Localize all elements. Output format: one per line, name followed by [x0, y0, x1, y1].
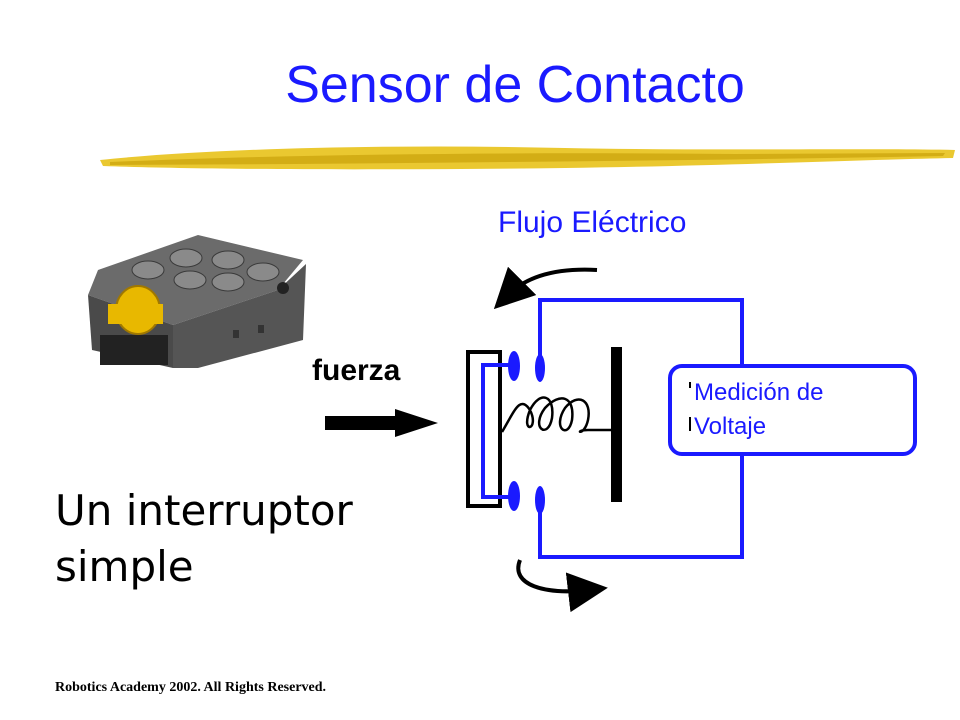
- arrow-right-icon: [325, 409, 438, 437]
- title-underline: [100, 146, 955, 170]
- copyright-footer: Robotics Academy 2002. All Rights Reserv…: [55, 680, 327, 695]
- voltage-meter-box: [668, 364, 917, 456]
- force-label: fuerza: [312, 354, 401, 387]
- curved-arrow-icon: [493, 266, 598, 310]
- voltage-label-line1: Medición de: [694, 379, 824, 406]
- slide-title: Sensor de Contacto: [285, 56, 745, 114]
- electric-flow-label: Flujo Eléctrico: [498, 206, 687, 239]
- lego-touch-sensor-icon: [88, 235, 306, 368]
- voltage-label-line2: Voltaje: [694, 413, 767, 440]
- contact-plate: [611, 347, 622, 502]
- spring: [500, 396, 615, 433]
- curved-arrow-icon: [516, 559, 608, 613]
- plunger: [466, 350, 502, 508]
- main-caption-line2: simple: [55, 542, 194, 591]
- main-caption: Un interruptor simple: [55, 483, 353, 595]
- voltage-measurement-label: Medición de Voltaje: [694, 376, 823, 444]
- main-caption-line1: Un interruptor: [55, 486, 353, 535]
